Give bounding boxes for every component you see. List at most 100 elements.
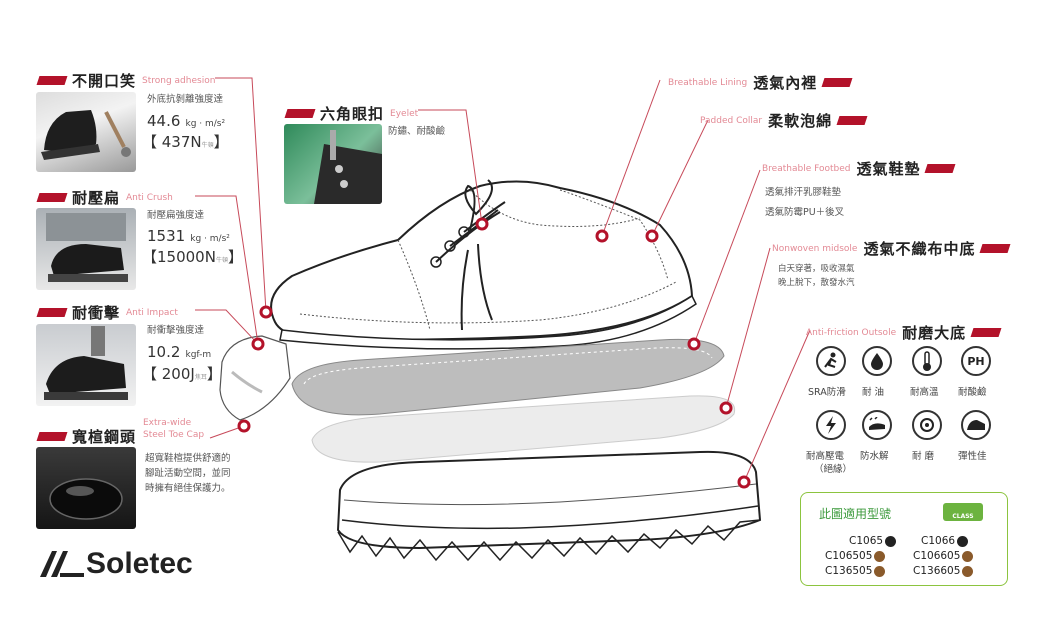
adhesion-value: 44.6 xyxy=(147,112,181,130)
adhesion-desc: 外底抗剝離強度達 xyxy=(147,94,224,105)
callout-dot-adhesion xyxy=(259,305,273,319)
adhesion-unit: kg · m/s² xyxy=(185,119,226,129)
impact-note: 【 200J xyxy=(142,365,195,383)
impact-value: 10.2 xyxy=(147,343,181,361)
red-bar-marker xyxy=(970,328,1002,337)
feature-title: 透氣內裡 xyxy=(753,74,818,92)
feature-impact-heading: 耐衝擊 Anti Impact xyxy=(36,302,178,323)
feature-en-title: Nonwoven midsole xyxy=(772,243,858,254)
feature-title: 耐衝擊 xyxy=(72,304,121,322)
shoe-upper xyxy=(270,179,697,350)
impact-value-line: 10.2 kgf-m xyxy=(147,342,211,361)
feature-en-title: Anti-friction Outsole xyxy=(806,327,897,338)
callout-dot-impact xyxy=(251,337,265,351)
red-bar-marker xyxy=(925,164,956,173)
brown-dot-icon xyxy=(874,565,886,577)
icon-label-acid: 耐酸鹼 xyxy=(958,387,987,398)
feature-title: 透氣不織布中底 xyxy=(863,240,976,258)
feature-en-title: Anti Crush xyxy=(126,192,173,203)
brown-dot-icon xyxy=(962,565,974,577)
waterproof-icon xyxy=(862,410,892,440)
icon-label-oil: 耐 油 xyxy=(862,387,885,398)
outsole xyxy=(336,450,762,562)
feature-crush-heading: 耐壓扁 Anti Crush xyxy=(36,187,173,208)
red-bar-marker xyxy=(836,116,868,125)
applicable-models-panel: 此圖適用型號 CLASS C1065 C1066 C106505 C106605… xyxy=(800,492,1008,586)
leader-collar xyxy=(651,119,709,237)
impact-note-tag: 焦耳 xyxy=(194,374,207,381)
crush-photo xyxy=(36,208,136,290)
toecap-desc-line2: 腳趾活動空間，並同 xyxy=(145,468,231,479)
soletec-mark-icon xyxy=(40,551,84,577)
feature-footbed-heading: Breathable Footbed 透氣鞋墊 xyxy=(762,158,956,179)
crush-note-end: 】 xyxy=(227,248,243,266)
soletec-logo: Soletec xyxy=(38,547,193,581)
leader-adhesion xyxy=(215,77,267,313)
toecap-en-line2: Steel Toe Cap xyxy=(143,430,205,440)
icon-label-waterproof: 防水解 xyxy=(860,451,889,462)
class-badge-text: CLASS xyxy=(952,513,974,520)
feature-en-title: Anti Impact xyxy=(126,307,178,318)
feature-title: 寬楦鋼頭 xyxy=(72,428,137,446)
crush-value-line: 1531 kg · m/s² xyxy=(147,226,230,245)
callout-dot-outsole xyxy=(737,475,751,489)
adhesion-note-tag: 牛頓 xyxy=(201,142,214,149)
eyelet-desc: 防鏽、耐酸鹼 xyxy=(388,126,446,137)
adhesion-note: 【 437N xyxy=(142,133,202,151)
adhesion-value-line: 44.6 kg · m/s² xyxy=(147,111,225,130)
callout-dot-footbed xyxy=(687,337,701,351)
toecap-photo xyxy=(36,447,136,529)
model-item: C106605 xyxy=(913,550,974,562)
feature-adhesion-heading: 不開口笑 Strong adhesion xyxy=(36,70,215,91)
elastic-icon xyxy=(961,410,991,440)
black-dot-icon xyxy=(957,535,969,547)
brown-dot-icon xyxy=(874,550,886,562)
feature-en-title: Padded Collar xyxy=(700,115,763,126)
impact-note-line: 【 200J焦耳】 xyxy=(142,363,222,384)
model-item: C1066 xyxy=(921,535,969,547)
model-code: C136605 xyxy=(913,565,961,577)
model-code: C106505 xyxy=(825,550,873,562)
feature-en-title: Breathable Lining xyxy=(668,77,748,88)
toecap-desc-line3: 時擁有絕佳保護力。 xyxy=(145,483,231,494)
icon-label-voltage-extra: （絕緣） xyxy=(814,464,853,475)
feature-collar-heading: Padded Collar 柔軟泡綿 xyxy=(700,110,868,131)
impact-desc: 耐衝擊強度達 xyxy=(147,325,205,336)
icon-label-sra: SRA防滑 xyxy=(808,387,846,398)
toecap-en-line1: Extra-wide xyxy=(143,418,192,428)
leader-midsole xyxy=(725,247,771,409)
red-bar-marker xyxy=(821,78,853,87)
feature-title: 不開口笑 xyxy=(72,72,137,90)
model-item: C106505 xyxy=(825,550,886,562)
leader-impact xyxy=(195,309,259,345)
feature-title: 耐壓扁 xyxy=(72,189,121,207)
crush-note-tag: 牛頓 xyxy=(215,257,228,264)
leader-crush xyxy=(195,195,259,345)
high-voltage-icon xyxy=(816,410,846,440)
adhesion-note-line: 【 437N牛頓】 xyxy=(142,131,229,152)
adhesion-photo xyxy=(36,92,136,172)
impact-unit: kgf-m xyxy=(185,350,212,360)
callout-dot-collar xyxy=(645,229,659,243)
toecap-desc-line1: 超寬鞋楦提供舒適的 xyxy=(145,453,231,464)
impact-note-end: 】 xyxy=(206,365,222,383)
midsole-desc-line2: 晚上脫下，散發水汽 xyxy=(778,278,855,288)
leader-eyelet xyxy=(418,109,483,225)
crush-value: 1531 xyxy=(147,227,186,245)
wear-icon xyxy=(912,410,942,440)
model-item: C136605 xyxy=(913,565,974,577)
icon-label-wear: 耐 磨 xyxy=(912,451,935,462)
models-heading: 此圖適用型號 xyxy=(819,507,892,521)
feature-en-title: Breathable Footbed xyxy=(762,163,851,174)
feature-title: 六角眼扣 xyxy=(320,105,385,123)
footbed xyxy=(291,338,725,416)
callout-dot-toecap xyxy=(237,419,251,433)
crush-desc: 耐壓扁強度達 xyxy=(147,210,205,221)
leader-outsole xyxy=(743,329,811,483)
icon-label-voltage: 耐高壓電 xyxy=(806,451,845,462)
feature-en-title: Eyelet xyxy=(390,108,419,119)
black-dot-icon xyxy=(885,535,897,547)
model-code: C1065 xyxy=(849,535,884,547)
